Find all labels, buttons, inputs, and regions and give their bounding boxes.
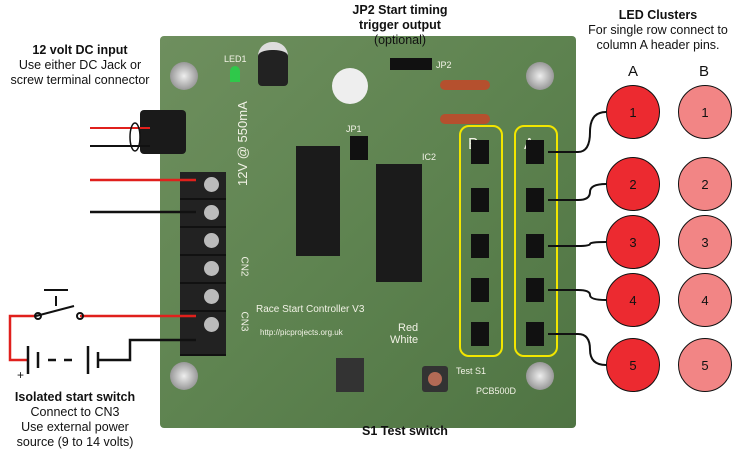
potentiometer bbox=[332, 68, 368, 104]
header-a-2 bbox=[526, 188, 544, 212]
test-label: Test S1 bbox=[456, 366, 487, 376]
terminal-an bbox=[180, 284, 226, 312]
jp1-header bbox=[350, 136, 368, 160]
ic2-label: IC2 bbox=[422, 152, 437, 162]
dc-input-line2: screw terminal connector bbox=[10, 73, 150, 87]
battery-plus-label: + bbox=[17, 368, 25, 382]
start-switch-title: Isolated start switch bbox=[14, 390, 136, 404]
board-name-label: Race Start Controller V3 bbox=[256, 304, 365, 315]
header-a-5 bbox=[526, 322, 544, 346]
dc-input-title: 12 volt DC input bbox=[32, 43, 128, 57]
capacitor bbox=[258, 42, 288, 86]
board-url-label: http://picprojects.org.uk bbox=[260, 328, 343, 337]
led1-component bbox=[230, 66, 240, 82]
start-switch-line1: Connect to CN3 bbox=[30, 405, 120, 419]
led-b5: 5 bbox=[678, 338, 732, 392]
pcb-photo: LED1 JP2 IC2 JP1 12V @ 550mA CN2 CN3 Rac… bbox=[160, 36, 576, 428]
push-switch-symbol bbox=[34, 289, 85, 320]
s1-title: S1 Test switch bbox=[362, 424, 448, 438]
led-b2: 2 bbox=[678, 157, 732, 211]
header-a-4 bbox=[526, 278, 544, 302]
terminal-sw bbox=[180, 228, 226, 256]
jp2-label: JP2 bbox=[436, 60, 452, 70]
led-a1: 1 bbox=[606, 85, 660, 139]
led-b3: 3 bbox=[678, 215, 732, 269]
jp2-title1: JP2 Start timing bbox=[352, 3, 448, 17]
jp2-header bbox=[390, 58, 432, 70]
header-a-highlight bbox=[514, 125, 558, 357]
red-label: Red bbox=[398, 322, 419, 334]
resistor-r2 bbox=[440, 114, 490, 124]
led-b1: 1 bbox=[678, 85, 732, 139]
s1-label: S1 Test switch bbox=[345, 424, 465, 439]
led-wire-5 bbox=[548, 333, 607, 366]
jp2-title2: trigger output bbox=[359, 18, 441, 32]
ic2-chip bbox=[376, 164, 422, 282]
start-switch-line3: source (9 to 14 volts) bbox=[16, 435, 134, 449]
ic1-chip bbox=[296, 146, 340, 256]
header-a-1 bbox=[526, 140, 544, 164]
header-b-5 bbox=[471, 322, 489, 346]
mounting-screw bbox=[170, 62, 198, 90]
led-b4: 4 bbox=[678, 273, 732, 327]
terminal-gnd bbox=[180, 200, 226, 228]
switch-red-wire bbox=[8, 314, 196, 362]
header-b-highlight bbox=[459, 125, 503, 357]
battery-symbol bbox=[26, 338, 196, 374]
led-a4: 4 bbox=[606, 273, 660, 327]
ic6-chip bbox=[336, 358, 364, 392]
mounting-screw bbox=[170, 362, 198, 390]
s1-button bbox=[422, 366, 448, 392]
resistor-r1 bbox=[440, 80, 490, 90]
terminal-gnd2 bbox=[180, 256, 226, 284]
terminal-ca bbox=[180, 312, 226, 356]
jp2-sub: (optional) bbox=[373, 33, 427, 47]
header-b-3 bbox=[471, 234, 489, 258]
led-wire-2 bbox=[548, 183, 607, 201]
led-wire-1 bbox=[548, 111, 607, 153]
terminal-12v bbox=[180, 172, 226, 200]
mounting-screw bbox=[526, 362, 554, 390]
led-wire-4 bbox=[548, 289, 607, 301]
led-a3: 3 bbox=[606, 215, 660, 269]
header-b-4 bbox=[471, 278, 489, 302]
led-wire-3 bbox=[548, 241, 607, 247]
header-b-2 bbox=[471, 188, 489, 212]
mounting-screw bbox=[526, 62, 554, 90]
white-label: White bbox=[390, 334, 419, 346]
start-switch-line2: Use external power bbox=[21, 420, 129, 434]
pcb-label: PCB500D bbox=[476, 386, 517, 396]
header-b-1 bbox=[471, 140, 489, 164]
led-clusters-title: LED Clusters bbox=[618, 8, 698, 22]
header-a-3 bbox=[526, 234, 544, 258]
dc-input-line1: Use either DC Jack or bbox=[18, 58, 142, 72]
led-clusters-line2: column A header pins. bbox=[596, 38, 720, 52]
led-a5: 5 bbox=[606, 338, 660, 392]
led1-label: LED1 bbox=[224, 54, 247, 64]
column-b-header: B bbox=[699, 63, 710, 80]
column-a-header: A bbox=[628, 63, 639, 80]
led-clusters-line1: For single row connect to bbox=[588, 23, 728, 37]
jp1-label: JP1 bbox=[346, 124, 362, 134]
led-a2: 2 bbox=[606, 157, 660, 211]
